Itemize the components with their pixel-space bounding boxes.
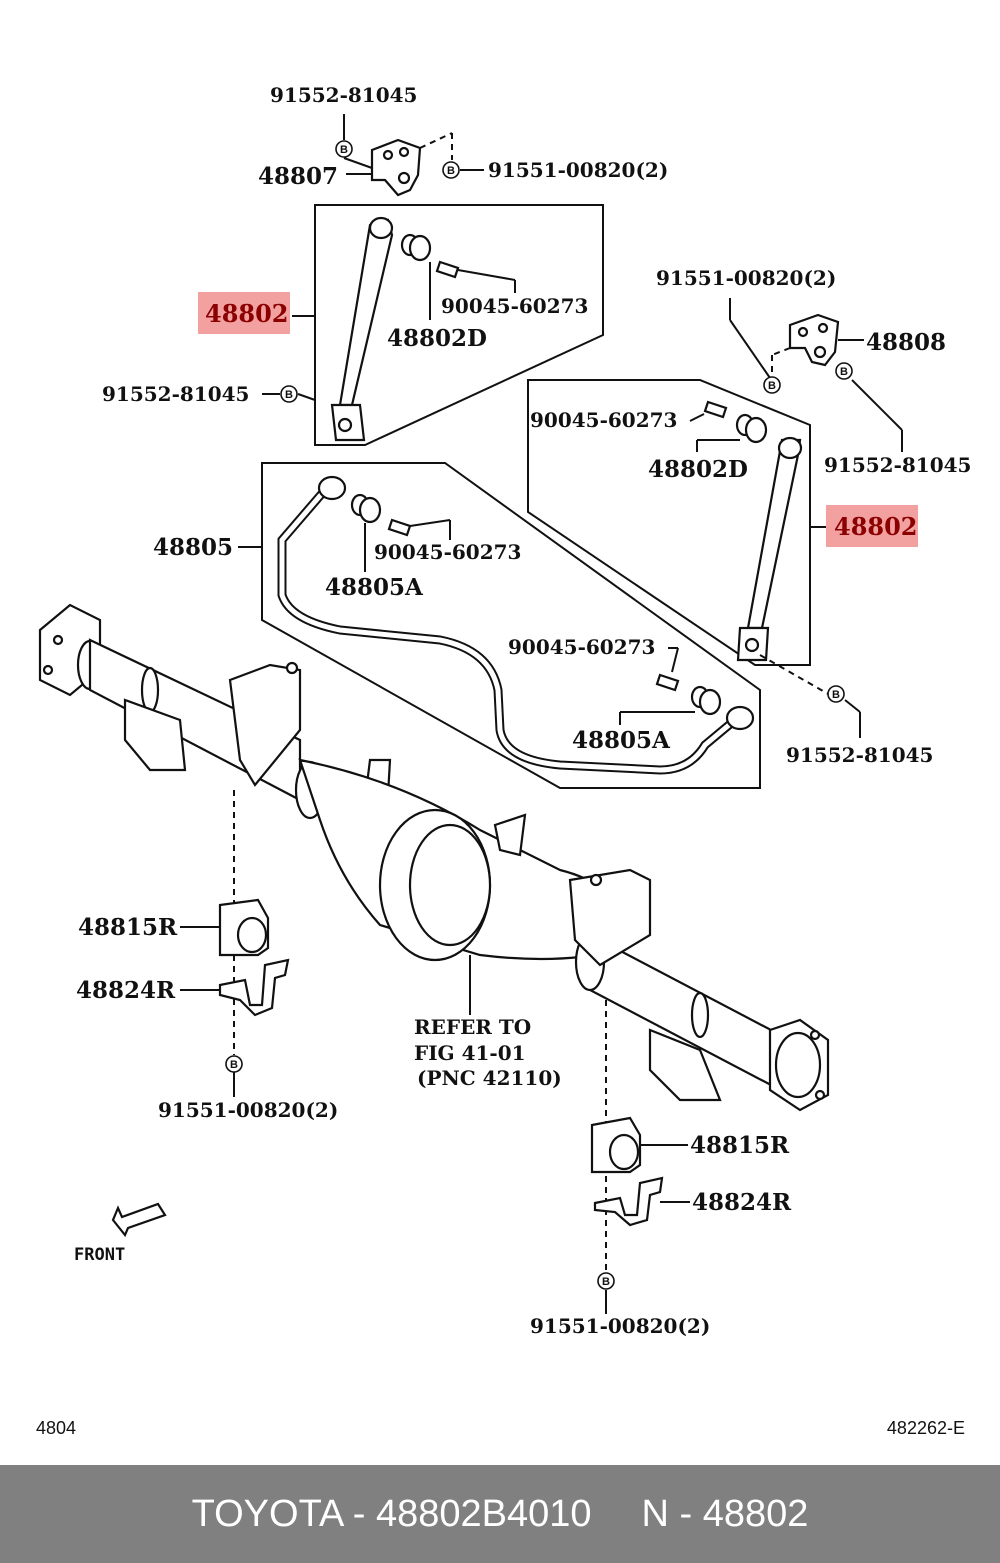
- parts-diagram: B B B B B B B B 91552-81045 48807 91551-…: [36, 83, 971, 1438]
- label-91551-00820-top[interactable]: 91551-00820(2): [488, 158, 668, 182]
- label-48815R-right[interactable]: 48815R: [690, 1132, 790, 1159]
- label-91552-81045-top[interactable]: 91552-81045: [270, 83, 417, 107]
- label-91552-81045-right[interactable]: 91552-81045: [824, 453, 971, 477]
- label-48805A-b[interactable]: 48805A: [572, 727, 671, 754]
- bracket-48824R-right[interactable]: [593, 1176, 664, 1227]
- label-48824R-right[interactable]: 48824R: [692, 1189, 792, 1216]
- label-48805A-a[interactable]: 48805A: [325, 574, 424, 601]
- front-arrow-icon: [111, 1202, 167, 1238]
- label-90045-60273-d[interactable]: 90045-60273: [508, 635, 655, 659]
- refer-line-1: REFER TO: [414, 1015, 531, 1039]
- label-48805[interactable]: 48805: [153, 534, 233, 561]
- label-90045-60273-b[interactable]: 90045-60273: [530, 408, 677, 432]
- bolt-marker-letter: B: [768, 380, 776, 392]
- link-box-right: [527, 379, 811, 666]
- bracket-48824R-left[interactable]: [218, 958, 290, 1017]
- bracket-48807[interactable]: [370, 132, 453, 197]
- label-48807[interactable]: 48807: [258, 163, 338, 190]
- label-91551-00820-right[interactable]: 91551-00820(2): [656, 266, 836, 290]
- footer-bar: TOYOTA - 48802B4010 N - 48802: [0, 1465, 1000, 1563]
- bushing-48802D-a[interactable]: [400, 233, 432, 262]
- bolt-90045-a[interactable]: [435, 260, 460, 279]
- bushing-48815R-right[interactable]: [590, 1116, 642, 1174]
- lateral-link-48802-left[interactable]: [330, 216, 394, 442]
- bolt-marker-right-ubolt: B: [597, 1272, 615, 1290]
- label-48808[interactable]: 48808: [866, 329, 946, 356]
- bolt-90045-c[interactable]: [387, 518, 412, 537]
- label-91551-00820-right-bottom[interactable]: 91551-00820(2): [530, 1314, 710, 1338]
- refer-line-2[interactable]: FIG 41-01: [414, 1041, 526, 1065]
- label-48802D-b[interactable]: 48802D: [648, 456, 748, 483]
- page-code-right: 482262-E: [887, 1418, 965, 1438]
- link-box-left: [314, 204, 604, 446]
- footer-pnc: N - 48802: [641, 1492, 809, 1535]
- bolt-90045-d[interactable]: [655, 673, 680, 692]
- label-48802D-a[interactable]: 48802D: [387, 325, 487, 352]
- bolt-marker-left-ubolt: B: [225, 1055, 243, 1073]
- bushing-48802D-b[interactable]: [735, 413, 768, 444]
- stabilizer-bar-48805[interactable]: [277, 475, 755, 775]
- bushing-48805A-b[interactable]: [690, 685, 722, 716]
- bolt-90045-b[interactable]: [703, 400, 728, 419]
- refer-line-3: (PNC 42110): [417, 1066, 562, 1090]
- label-90045-60273-c[interactable]: 90045-60273: [374, 540, 521, 564]
- label-48815R-left[interactable]: 48815R: [78, 914, 178, 941]
- bolt-marker-letter: B: [285, 389, 293, 401]
- bushing-48815R-left[interactable]: [218, 898, 270, 957]
- lateral-link-48802-right[interactable]: [736, 436, 803, 662]
- bolt-marker-letter: B: [447, 165, 455, 177]
- bolt-marker-letter: B: [602, 1276, 610, 1288]
- bolt-marker-48808-b: B: [835, 362, 853, 380]
- bolt-marker-right-link: B: [827, 685, 845, 703]
- bolt-marker-letter: B: [832, 689, 840, 701]
- bolt-marker-letter: B: [340, 144, 348, 156]
- label-91551-00820-left-bottom[interactable]: 91551-00820(2): [158, 1098, 338, 1122]
- rear-axle-housing: [38, 603, 830, 1112]
- label-48802-right[interactable]: 48802: [834, 512, 918, 541]
- bolt-marker-letter: B: [840, 366, 848, 378]
- bracket-48808[interactable]: [771, 313, 840, 375]
- highlight-48802-left: [198, 292, 290, 334]
- bolt-marker-top: B: [335, 140, 353, 158]
- page-code-left: 4804: [36, 1418, 76, 1438]
- bushing-48805A-a[interactable]: [350, 493, 382, 524]
- label-48802-left[interactable]: 48802: [205, 299, 289, 328]
- bolt-marker-48808-a: B: [763, 376, 781, 394]
- label-48824R-left[interactable]: 48824R: [76, 977, 176, 1004]
- bolt-marker-letter: B: [230, 1059, 238, 1071]
- front-label: FRONT: [74, 1245, 125, 1265]
- stabilizer-box: [261, 462, 761, 789]
- label-91552-81045-bottom[interactable]: 91552-81045: [786, 743, 933, 767]
- bolt-marker-top-right: B: [442, 161, 460, 179]
- label-91552-81045-left[interactable]: 91552-81045: [102, 382, 249, 406]
- label-90045-60273-a[interactable]: 90045-60273: [441, 294, 588, 318]
- footer-part-number: TOYOTA - 48802B4010: [191, 1492, 592, 1535]
- bolt-marker-left: B: [280, 385, 298, 403]
- highlight-48802-right: [826, 505, 918, 547]
